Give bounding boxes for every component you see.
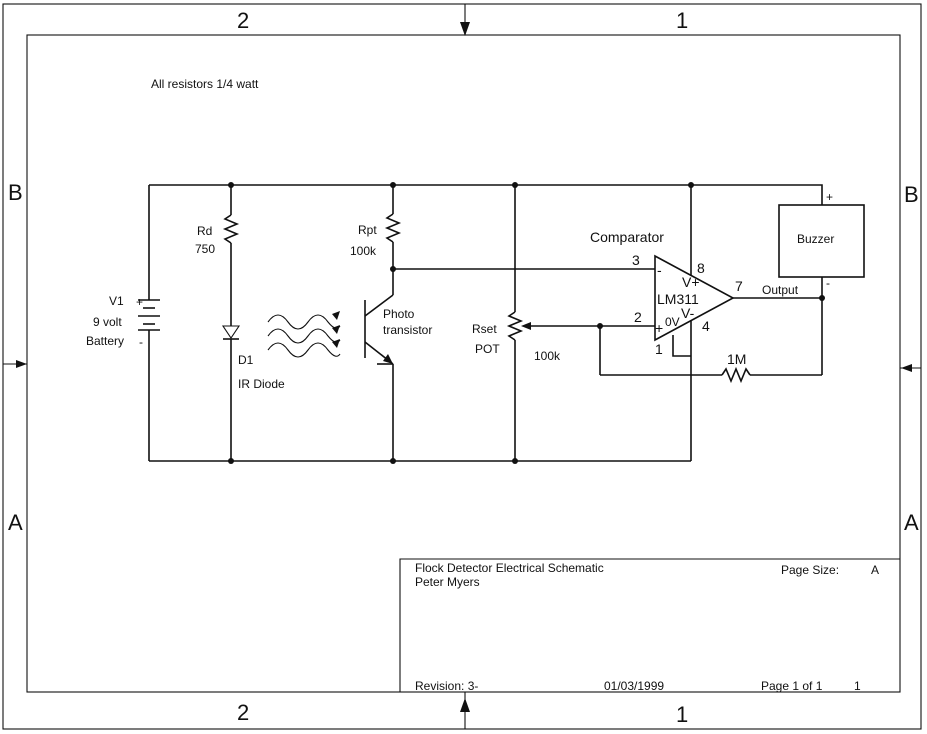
zone-left-lower: A — [8, 510, 23, 535]
buzzer-plus: + — [826, 190, 833, 204]
zone-right-upper: B — [904, 182, 919, 207]
inverting-input: - — [657, 262, 662, 278]
rd-value: 750 — [195, 242, 215, 256]
battery-plus: + — [136, 295, 143, 309]
rset-ref: Rset — [472, 322, 497, 336]
zone-bottom-right: 1 — [676, 702, 688, 727]
buzzer-label: Buzzer — [797, 232, 834, 246]
feedback-resistor — [721, 366, 751, 384]
phototransistor-label-2: transistor — [383, 323, 432, 337]
title-block — [399, 558, 900, 692]
drawing-frame — [2, 3, 922, 730]
battery-ref: V1 — [109, 294, 124, 308]
drawing-author: Peter Myers — [415, 575, 480, 589]
comparator-title: Comparator — [590, 229, 664, 245]
ir-diode-symbol — [221, 325, 241, 339]
pot-wiper-arrow — [521, 322, 531, 330]
top-center-arrow — [460, 22, 470, 36]
rd-diode-branch — [221, 185, 241, 461]
rpt-phototransistor-branch — [364, 185, 655, 461]
zone-bottom-left: 2 — [237, 700, 249, 725]
rpt-value: 100k — [350, 244, 377, 258]
rd-resistor — [222, 214, 240, 244]
battery-minus: - — [139, 335, 143, 349]
page-number: 1 — [854, 679, 861, 693]
d1-ref: D1 — [238, 353, 254, 367]
pin-7: 7 — [735, 278, 743, 294]
battery-name: Battery — [86, 334, 124, 348]
page-size-value: A — [871, 563, 879, 577]
battery-value: 9 volt — [93, 315, 122, 329]
zone-top-left: 2 — [237, 8, 249, 33]
supply-rails — [148, 184, 823, 462]
rset-value: 100k — [534, 349, 561, 363]
rpt-resistor — [384, 213, 402, 243]
zone-right-lower: A — [904, 510, 919, 535]
phototransistor-label-1: Photo — [383, 307, 415, 321]
junction-dots — [228, 182, 825, 464]
ir-light-waves — [267, 311, 341, 358]
vminus-label: V- — [681, 305, 695, 321]
drawing-title: Flock Detector Electrical Schematic — [415, 561, 604, 575]
resistor-note: All resistors 1/4 watt — [151, 77, 259, 91]
drawing-date: 01/03/1999 — [604, 679, 664, 693]
page-size-label: Page Size: — [781, 563, 839, 577]
rset-type: POT — [475, 342, 500, 356]
page-count: Page 1 of 1 — [761, 679, 823, 693]
buzzer — [778, 204, 865, 278]
output-label: Output — [762, 283, 799, 297]
noninverting-input: + — [655, 320, 663, 336]
pin-3: 3 — [632, 252, 640, 268]
rd-ref: Rd — [197, 224, 212, 238]
comparator-lm311 — [599, 185, 823, 461]
pin-1: 1 — [655, 341, 663, 357]
zone-left-upper: B — [8, 180, 23, 205]
pin-2: 2 — [634, 309, 642, 325]
d1-name: IR Diode — [238, 377, 285, 391]
bottom-center-arrow — [460, 698, 470, 712]
feedback-resistor-value: 1M — [727, 351, 746, 367]
right-center-arrow — [901, 364, 912, 372]
buzzer-minus: - — [826, 276, 830, 290]
rset-potentiometer — [506, 185, 655, 461]
rpt-ref: Rpt — [358, 223, 377, 237]
left-center-arrow — [16, 360, 27, 368]
battery-symbol — [138, 299, 160, 331]
zero-v-label: 0V — [665, 315, 680, 329]
zone-top-right: 1 — [676, 8, 688, 33]
pin-4: 4 — [702, 318, 710, 334]
revision: Revision: 3- — [415, 679, 478, 693]
pin-8: 8 — [697, 260, 705, 276]
vplus-label: V+ — [682, 274, 700, 290]
comparator-part: LM311 — [657, 291, 699, 307]
